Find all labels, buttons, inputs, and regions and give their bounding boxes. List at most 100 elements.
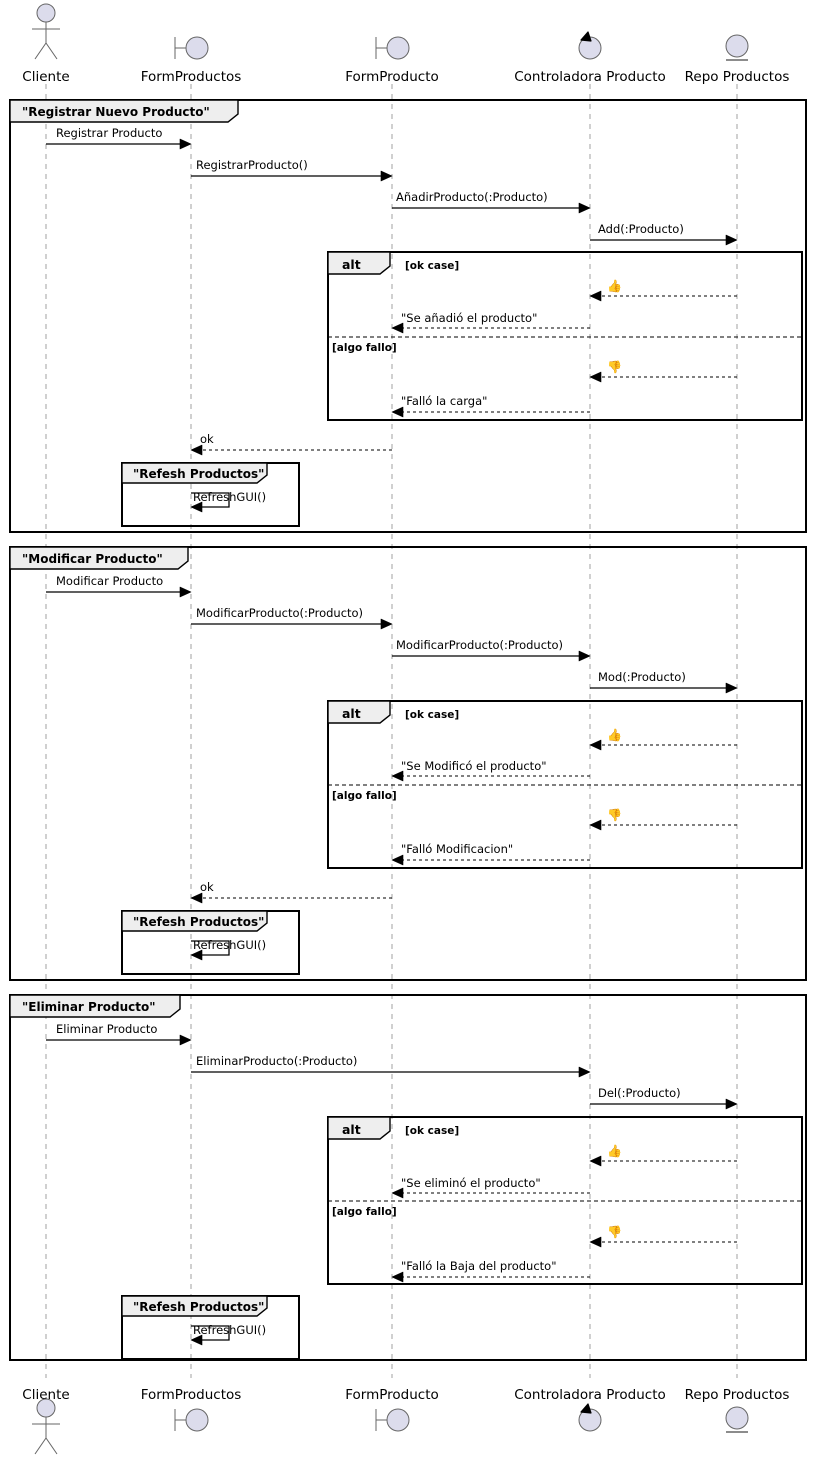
alt-message-modificar-1-arrowhead	[391, 770, 404, 782]
participant-foot-label-cliente: Cliente	[22, 1387, 69, 1403]
actor-head-icon	[36, 1398, 56, 1418]
message-modificar-3-arrowhead	[725, 682, 738, 694]
message-registrar-1-label: RegistrarProducto()	[196, 158, 308, 172]
participant-foot-repo[interactable]: Repo Productos	[685, 1387, 790, 1433]
message-registrar-2-arrowhead	[578, 202, 591, 214]
message-registrar-1-arrowhead	[380, 170, 393, 182]
message-modificar-1-label: ModificarProducto(:Producto)	[196, 606, 363, 620]
alt-message-registrar-1-arrowhead	[391, 322, 404, 334]
self-message-path-eliminar	[191, 1325, 230, 1341]
fragment-header-modificar	[9, 546, 189, 570]
self-message-arrowhead-modificar	[190, 949, 203, 961]
alt-message-registrar-0-arrowhead	[589, 290, 602, 302]
message-modificar-3-label: Mod(:Producto)	[598, 670, 686, 684]
thumbs-up-icon: 👍	[607, 728, 622, 742]
nested-fragment-eliminar[interactable]: "Refesh Productos"RefreshGUI()	[121, 1295, 300, 1360]
alt-message-modificar-1-label: "Se Modificó el producto"	[401, 759, 547, 773]
participant-heads-layer: ClienteClienteFormProductosFormProductos…	[22, 3, 790, 1455]
actor-leg-right-icon	[45, 42, 58, 60]
participant-label-controladora: Controladora Producto	[514, 69, 666, 85]
return-message-modificar-0-label: ok	[200, 880, 214, 894]
self-message-label-eliminar: RefreshGUI()	[193, 1323, 266, 1337]
boundary-circle-icon	[386, 1408, 410, 1432]
alt-guard-modificar-0: [ok case]	[405, 709, 459, 721]
message-eliminar-1-label: EliminarProducto(:Producto)	[196, 1054, 357, 1068]
thumbs-down-icon: 👎	[607, 808, 622, 822]
self-message-path-registrar	[191, 492, 230, 508]
self-message-label-registrar: RefreshGUI()	[193, 490, 266, 504]
message-registrar-3-arrowhead	[725, 234, 738, 246]
fragment-border-registrar	[9, 99, 807, 533]
nested-header-registrar	[121, 462, 268, 484]
thumbs-up-icon: 👍	[607, 1144, 622, 1158]
fragment-title-modificar: "Modificar Producto"	[22, 552, 163, 566]
fragments-layer: "Registrar Nuevo Producto"Registrar Prod…	[9, 99, 807, 1361]
alt-message-eliminar-1-label: "Se eliminó el producto"	[401, 1176, 541, 1190]
participant-label-formproductos: FormProductos	[141, 69, 242, 85]
nested-title-registrar: "Refesh Productos"	[133, 467, 264, 481]
message-modificar-0-arrowhead	[179, 586, 192, 598]
actor-leg-left-icon	[34, 42, 47, 60]
actor-leg-left-icon	[34, 1437, 47, 1455]
fragment-registrar[interactable]: "Registrar Nuevo Producto"Registrar Prod…	[9, 99, 807, 533]
self-message-path-modificar	[191, 940, 230, 956]
message-modificar-1-arrowhead	[380, 618, 393, 630]
boundary-circle-icon	[386, 36, 410, 60]
control-arrow-icon	[580, 31, 592, 42]
thumbs-up-icon: 👍	[607, 279, 622, 293]
participant-label-cliente: Cliente	[22, 69, 69, 85]
alt-keyword-modificar: alt	[342, 706, 361, 721]
participant-foot-formproductos[interactable]: FormProductos	[141, 1387, 242, 1432]
alt-fragment-eliminar[interactable]: alt[ok case][algo fallo]👍"Se eliminó el …	[327, 1116, 803, 1285]
participant-head-cliente[interactable]: Cliente	[22, 3, 70, 85]
fragment-modificar[interactable]: "Modificar Producto"Modificar ProductoMo…	[9, 546, 807, 981]
control-arrow-icon	[580, 1403, 592, 1414]
participant-foot-cliente[interactable]: Cliente	[22, 1387, 70, 1455]
participant-foot-formproducto[interactable]: FormProducto	[345, 1387, 439, 1432]
alt-guard-registrar-0: [ok case]	[405, 260, 459, 272]
lifelines-layer	[45, 84, 738, 1378]
message-modificar-2-arrowhead	[578, 650, 591, 662]
nested-header-eliminar	[121, 1295, 268, 1317]
alt-message-registrar-2-arrowhead	[589, 371, 602, 383]
fragment-eliminar[interactable]: "Eliminar Producto"Eliminar ProductoElim…	[9, 994, 807, 1361]
self-message-label-modificar: RefreshGUI()	[193, 938, 266, 952]
return-message-modificar-0-arrowhead	[190, 892, 203, 904]
nested-fragment-registrar[interactable]: "Refesh Productos" RefreshGUI()	[121, 462, 300, 527]
entity-circle-icon	[725, 1406, 749, 1430]
alt-message-eliminar-0-arrowhead	[589, 1155, 602, 1167]
alt-message-eliminar-3-arrowhead	[391, 1271, 404, 1283]
message-registrar-0-arrowhead	[179, 138, 192, 150]
return-message-registrar-0-label: ok	[200, 432, 214, 446]
message-registrar-2-label: AñadirProducto(:Producto)	[396, 190, 548, 204]
fragment-title-registrar: "Registrar Nuevo Producto"	[22, 105, 210, 119]
participant-foot-controladora[interactable]: Controladora Producto	[514, 1387, 666, 1432]
alt-fragment-modificar[interactable]: alt[ok case][algo fallo]👍"Se Modificó el…	[327, 700, 803, 869]
nested-fragment-modificar[interactable]: "Refesh Productos" RefreshGUI()	[121, 910, 300, 975]
alt-message-modificar-0-arrowhead	[589, 739, 602, 751]
participant-foot-label-repo: Repo Productos	[685, 1387, 790, 1403]
alt-message-modificar-3-label: "Falló Modificacion"	[401, 842, 513, 856]
alt-fragment-registrar[interactable]: alt [ok case] [algo fallo] 👍 "Se añadió el p…	[327, 251, 803, 421]
message-eliminar-1-arrowhead	[578, 1066, 591, 1078]
alt-message-eliminar-2-arrowhead	[589, 1236, 602, 1248]
self-message-arrowhead-registrar	[190, 501, 203, 513]
alt-border-registrar	[327, 251, 803, 421]
alt-header-modificar	[327, 700, 391, 724]
alt-message-eliminar-1-arrowhead	[391, 1187, 404, 1199]
alt-keyword-registrar: alt	[342, 257, 361, 272]
nested-title-modificar: "Refesh Productos"	[133, 915, 264, 929]
alt-header-eliminar	[327, 1116, 391, 1140]
alt-guard-registrar-1: [algo fallo]	[332, 342, 397, 354]
participant-head-repo[interactable]: Repo Productos	[685, 34, 790, 85]
participant-foot-label-formproductos: FormProductos	[141, 1387, 242, 1403]
fragment-header-registrar	[9, 99, 239, 123]
participant-head-formproductos[interactable]: FormProductos	[141, 36, 242, 85]
alt-message-registrar-1-label: "Se añadió el producto"	[401, 311, 537, 325]
participant-label-repo: Repo Productos	[685, 69, 790, 85]
actor-leg-right-icon	[45, 1437, 58, 1455]
participant-head-controladora[interactable]: Controladora Producto	[514, 31, 666, 85]
message-eliminar-2-label: Del(:Producto)	[598, 1086, 681, 1100]
participant-head-formproducto[interactable]: FormProducto	[345, 36, 439, 85]
